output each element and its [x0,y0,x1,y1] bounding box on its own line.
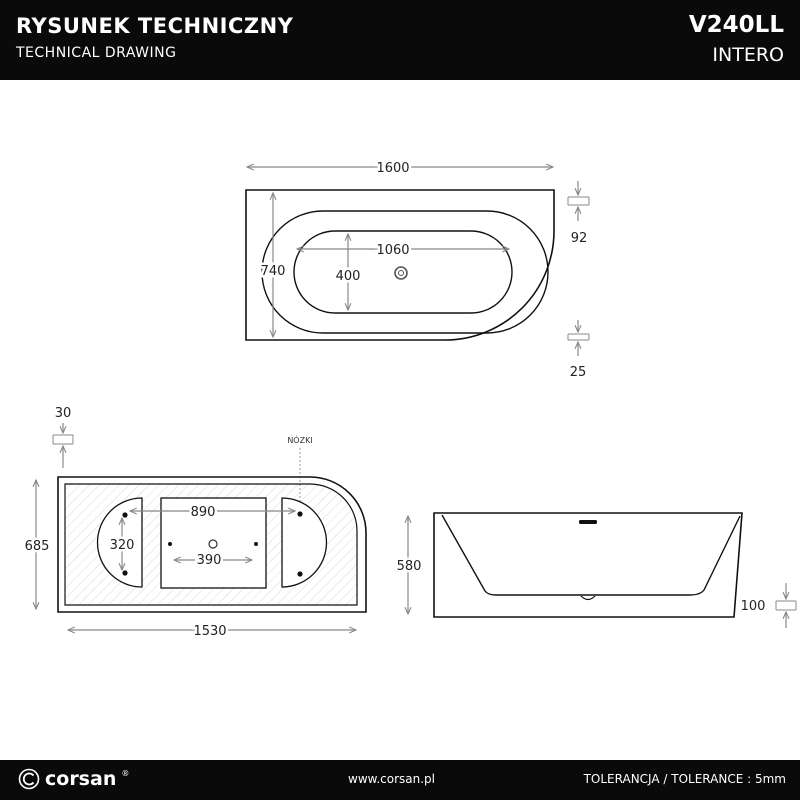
dim-foot-long: 890 [191,505,216,520]
dim-offset-group [52,423,74,468]
brand-logo: corsan ® [18,768,129,790]
drain-icon [394,266,408,280]
dim-rim-right: 92 [571,231,588,246]
dim-foot-short: 320 [110,538,135,553]
dim-base-length: 1530 [193,624,226,639]
footer-bar: corsan ® www.corsan.pl TOLERANCJA / TOLE… [0,760,800,800]
drain-inner-icon [398,270,404,276]
drain-side-icon [580,595,596,601]
base-outline-outer [57,476,367,613]
header-title: RYSUNEK TECHNICZNY [16,14,294,38]
tub-inner-profile [441,514,741,596]
foot-point [297,511,303,517]
dim-offset: 30 [55,406,72,421]
foot-point [254,542,258,546]
dim-depth: 685 [25,539,50,554]
foot-point [297,571,303,577]
base-view: 30 NÓZKI 890 320 [22,406,367,642]
dim-rim-bottom: 25 [570,365,587,380]
dim-drain-height-group [775,583,797,628]
dim-width: 740 [261,264,286,279]
registered-mark: ® [121,768,130,778]
brand-name: corsan [45,768,117,790]
tub-rim-inner [261,210,549,334]
top-view: 1600 740 1060 400 92 25 [245,159,590,380]
dim-rim-bottom-group [567,320,590,356]
corsan-logo-icon [18,768,40,790]
tub-basin [293,230,513,314]
foot-point [168,542,172,546]
dim-inner-width: 400 [336,269,361,284]
side-view: 580 100 [394,512,797,628]
header-subtitle: TECHNICAL DRAWING [16,45,177,61]
dim-inner-length: 1060 [376,243,409,258]
dim-drain: 390 [197,553,222,568]
feet-label: NÓZKI [287,434,312,445]
website-link[interactable]: www.corsan.pl [348,772,436,786]
dim-height: 580 [397,559,422,574]
tub-outline-top [245,189,555,341]
dim-rim-right-group [567,181,590,221]
header-bar: RYSUNEK TECHNICZNY TECHNICAL DRAWING V24… [0,0,800,80]
overflow-icon [579,520,597,524]
tub-outline-side [433,512,743,618]
foot-point [122,570,128,576]
foot-point [122,512,128,518]
model-code: V240LL [688,12,784,38]
dim-drain-height: 100 [741,599,766,614]
series-name: INTERO [712,44,784,66]
drain-base-icon [208,539,218,549]
cutout-right [281,497,328,588]
dim-length: 1600 [376,161,409,176]
tolerance-note: TOLERANCJA / TOLERANCE : 5mm [583,772,786,786]
